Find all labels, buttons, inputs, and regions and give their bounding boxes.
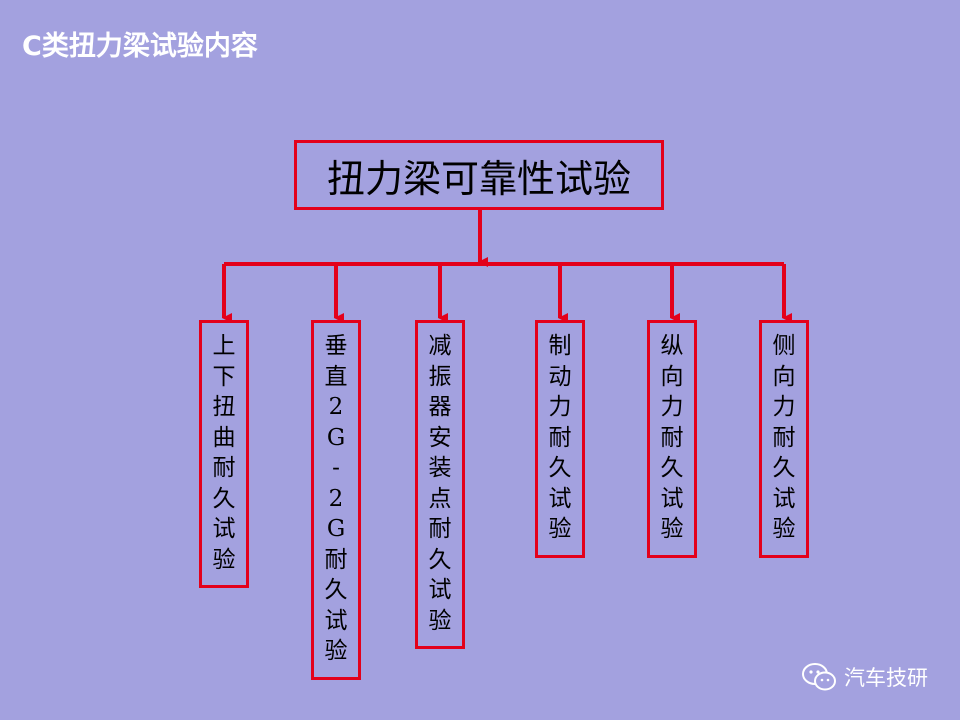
root-node-box: 扭力梁可靠性试验 <box>294 140 664 210</box>
child-node-box: 减振器安装点耐久试验 <box>415 320 465 649</box>
child-node-box: 制动力耐久试验 <box>535 320 585 558</box>
child-node-label: 制动力耐久试验 <box>548 333 572 542</box>
watermark: 汽车技研 <box>802 662 928 692</box>
child-node-label: 上下扭曲耐久试验 <box>212 333 236 573</box>
slide-title: C类扭力梁试验内容 <box>22 31 258 62</box>
child-node-label: 减振器安装点耐久试验 <box>428 333 452 634</box>
child-node-box: 侧向力耐久试验 <box>759 320 809 558</box>
child-node-box: 上下扭曲耐久试验 <box>199 320 249 588</box>
root-node-label: 扭力梁可靠性试验 <box>326 156 631 201</box>
wechat-icon <box>802 663 836 691</box>
child-node-box: 纵向力耐久试验 <box>647 320 697 558</box>
child-node-label: 纵向力耐久试验 <box>660 333 684 542</box>
child-node-label: 侧向力耐久试验 <box>772 333 796 542</box>
watermark-text: 汽车技研 <box>844 666 928 690</box>
